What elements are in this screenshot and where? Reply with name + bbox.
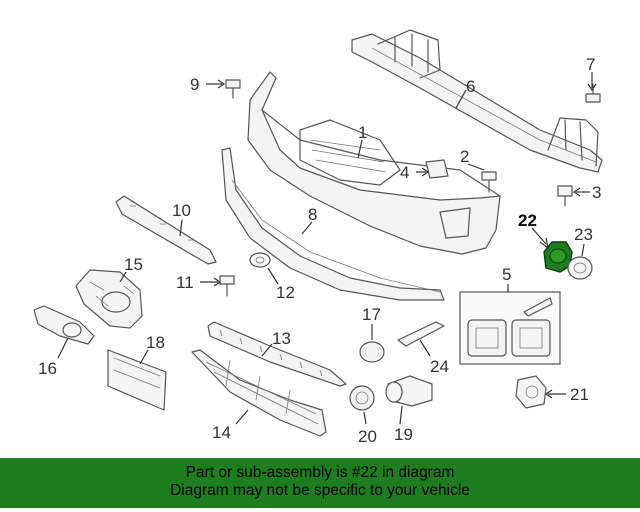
part-7-bolt[interactable]: [585, 83, 601, 103]
callout-15: 15: [124, 255, 143, 274]
banner-line-disclaimer: Diagram may not be specific to your vehi…: [170, 482, 470, 499]
part-22-sensor-highlighted[interactable]: [543, 241, 573, 273]
callout-1: 1: [358, 123, 367, 142]
callout-7: 7: [586, 55, 595, 74]
callout-8: 8: [308, 205, 317, 224]
callout-23: 23: [574, 225, 593, 244]
part-21-sensor[interactable]: [515, 375, 547, 409]
part-16-trim-ring[interactable]: [33, 305, 95, 345]
callout-21: 21: [570, 385, 589, 404]
callout-19: 19: [394, 425, 413, 444]
callout-11: 11: [176, 273, 194, 292]
callout-24: 24: [430, 357, 449, 376]
callout-2: 2: [460, 147, 469, 166]
parts-diagram: 9 7 6 1 4 2 3 8 10 22 23 15 11 12 5 17 1…: [33, 29, 603, 446]
part-23-ring[interactable]: [567, 256, 593, 280]
part-14-lower-grille[interactable]: [191, 349, 327, 437]
part-5-bracket-assembly[interactable]: [459, 291, 561, 365]
part-9-screw[interactable]: [225, 79, 241, 99]
callout-17: 17: [362, 305, 381, 324]
callout-labels: 9 7 6 1 4 2 3 8 10 22 23 15 11 12 5 17 1…: [38, 55, 601, 446]
part-6-bumper-carrier[interactable]: [351, 29, 603, 173]
part-20-ring[interactable]: [349, 385, 375, 411]
part-1-bumper-cover[interactable]: [247, 71, 501, 255]
part-17-cap[interactable]: [359, 341, 385, 363]
part-13-upper-grille[interactable]: [207, 321, 347, 387]
part-12-grommet[interactable]: [249, 252, 271, 268]
callout-6: 6: [466, 77, 475, 96]
part-10-bracket[interactable]: [115, 195, 217, 265]
part-18-license-bracket[interactable]: [107, 349, 167, 411]
leader-lines: [57, 72, 597, 425]
banner-line-part: Part or sub-assembly is #22 in diagram: [185, 464, 455, 481]
part-4-clip[interactable]: [425, 159, 449, 179]
callout-20: 20: [358, 427, 377, 446]
info-banner: Part or sub-assembly is #22 in diagram D…: [0, 458, 640, 508]
part-2-screw[interactable]: [481, 171, 497, 193]
callout-10: 10: [172, 201, 191, 220]
callout-16: 16: [38, 359, 57, 378]
part-19-parking-sensor[interactable]: [385, 375, 433, 407]
callout-3: 3: [592, 183, 601, 202]
callout-13: 13: [272, 329, 291, 348]
part-8-lower-spoiler[interactable]: [221, 147, 445, 301]
callout-4: 4: [400, 163, 409, 182]
part-11-screw[interactable]: [219, 275, 235, 297]
callout-5: 5: [502, 265, 511, 284]
callout-9: 9: [190, 75, 199, 94]
callout-22: 22: [518, 211, 537, 230]
part-24-trim[interactable]: [397, 321, 445, 347]
callout-12: 12: [276, 283, 295, 302]
callout-18: 18: [146, 333, 165, 352]
part-3-bolt[interactable]: [557, 185, 573, 207]
callout-14: 14: [212, 423, 231, 442]
part-15-fog-grille[interactable]: [75, 269, 143, 329]
